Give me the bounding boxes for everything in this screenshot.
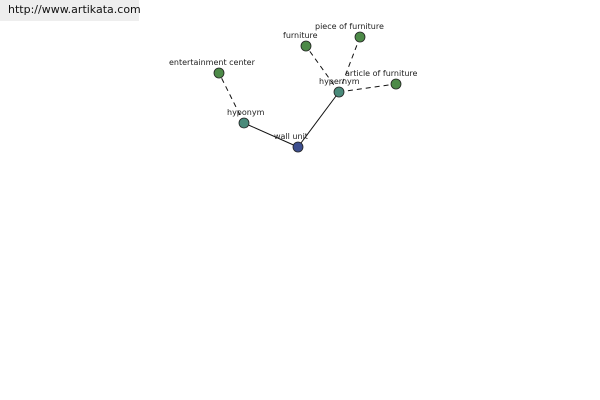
node-label-wall-unit: wall unit	[274, 132, 308, 141]
node-piece-of-furniture[interactable]	[354, 31, 366, 43]
edge-hypernym-to-furniture	[305, 45, 340, 93]
node-wall-unit[interactable]	[292, 141, 304, 153]
edge-hypernym-to-article-of-furniture	[338, 83, 397, 93]
node-label-entertainment-center: entertainment center	[169, 58, 256, 67]
node-label-hyponym: hyponym	[227, 108, 265, 117]
url-banner: http://www.artikata.com	[0, 0, 141, 21]
edges-layer	[218, 36, 397, 148]
node-label-furniture: furniture	[283, 31, 318, 40]
node-entertainment-center[interactable]	[213, 67, 225, 79]
node-hypernym[interactable]	[333, 86, 345, 98]
node-article-of-furniture[interactable]	[390, 78, 402, 90]
node-label-article-of-furniture: article of furniture	[345, 69, 418, 78]
edge-wall-unit-to-hypernym	[297, 91, 340, 148]
node-furniture[interactable]	[300, 40, 312, 52]
node-label-hypernym: hypernym	[319, 77, 360, 86]
labels-layer: wall unit hyponym hypernym entertainment ce…	[169, 22, 418, 141]
edge-hyponym-to-entertainment-center	[218, 72, 245, 124]
node-hyponym[interactable]	[238, 117, 250, 129]
edge-wall-unit-to-hyponym	[243, 122, 299, 148]
site-url-link[interactable]: http://www.artikata.com	[8, 3, 141, 16]
node-label-piece-of-furniture: piece of furniture	[315, 22, 384, 31]
nodes-layer	[213, 31, 402, 153]
edge-hypernym-to-piece-of-furniture	[338, 36, 361, 93]
